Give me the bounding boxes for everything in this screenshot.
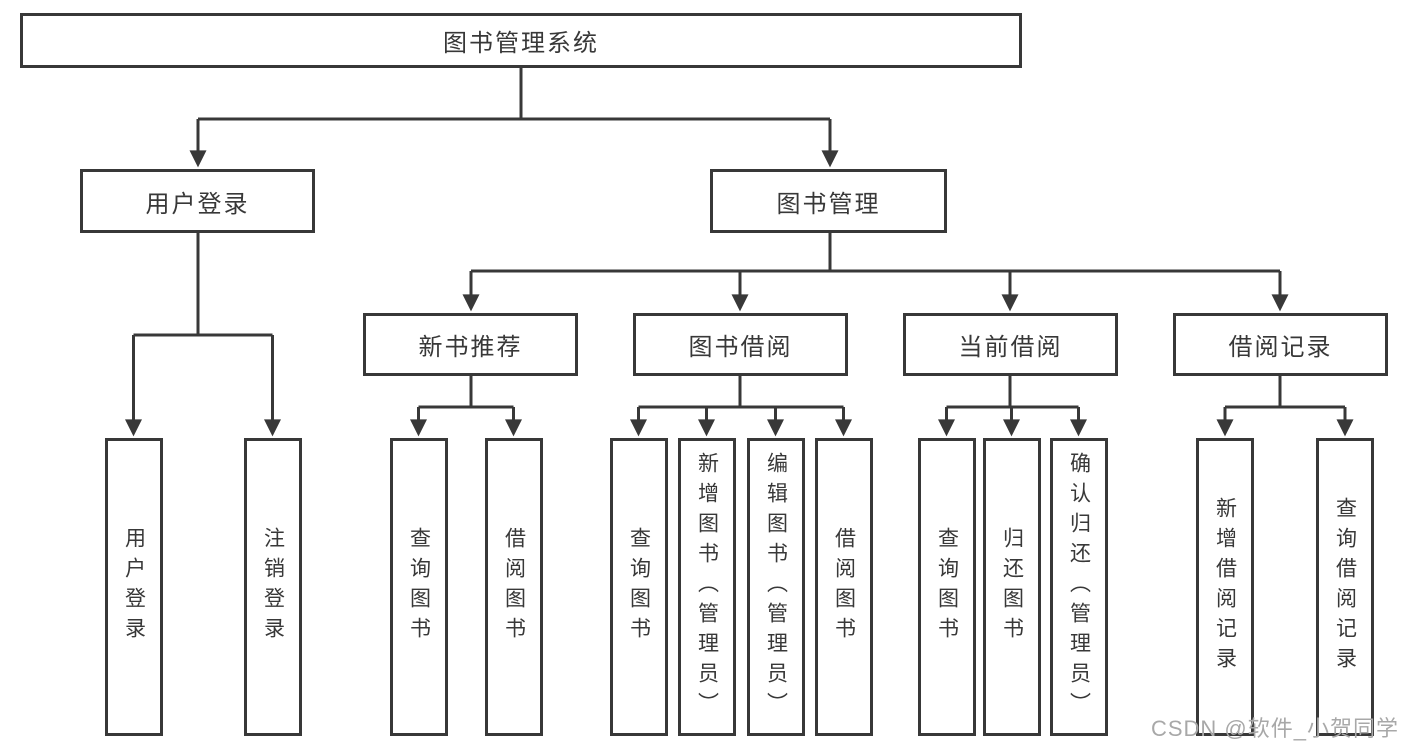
leaf-logout: 注销登录 [244,438,302,736]
leaf-query-books-recommend: 查询图书 [390,438,448,736]
leaf-confirm-return-admin: 确认归还（管理员） [1050,438,1108,736]
leaf-add-borrow-record: 新增借阅记录 [1196,438,1254,736]
leaf-edit-book-admin: 编辑图书（管理员） [747,438,805,736]
leaf-borrow-books-borrowing: 借阅图书 [815,438,873,736]
leaf-query-books-current: 查询图书 [918,438,976,736]
node-user-login: 用户登录 [80,169,315,233]
leaf-user-login: 用户登录 [105,438,163,736]
csdn-watermark: CSDN @软件_小贺同学 [1150,716,1399,741]
node-current-borrowing: 当前借阅 [903,313,1118,376]
leaf-return-book: 归还图书 [983,438,1041,736]
leaf-add-book-admin: 新增图书（管理员） [678,438,736,736]
node-book-borrowing: 图书借阅 [633,313,848,376]
node-library-management-system: 图书管理系统 [20,13,1022,68]
leaf-borrow-books-recommend: 借阅图书 [485,438,543,736]
node-new-book-recommend: 新书推荐 [363,313,578,376]
leaf-query-borrow-record: 查询借阅记录 [1316,438,1374,736]
leaf-query-books-borrowing: 查询图书 [610,438,668,736]
node-borrow-records: 借阅记录 [1173,313,1388,376]
node-book-management: 图书管理 [710,169,947,233]
